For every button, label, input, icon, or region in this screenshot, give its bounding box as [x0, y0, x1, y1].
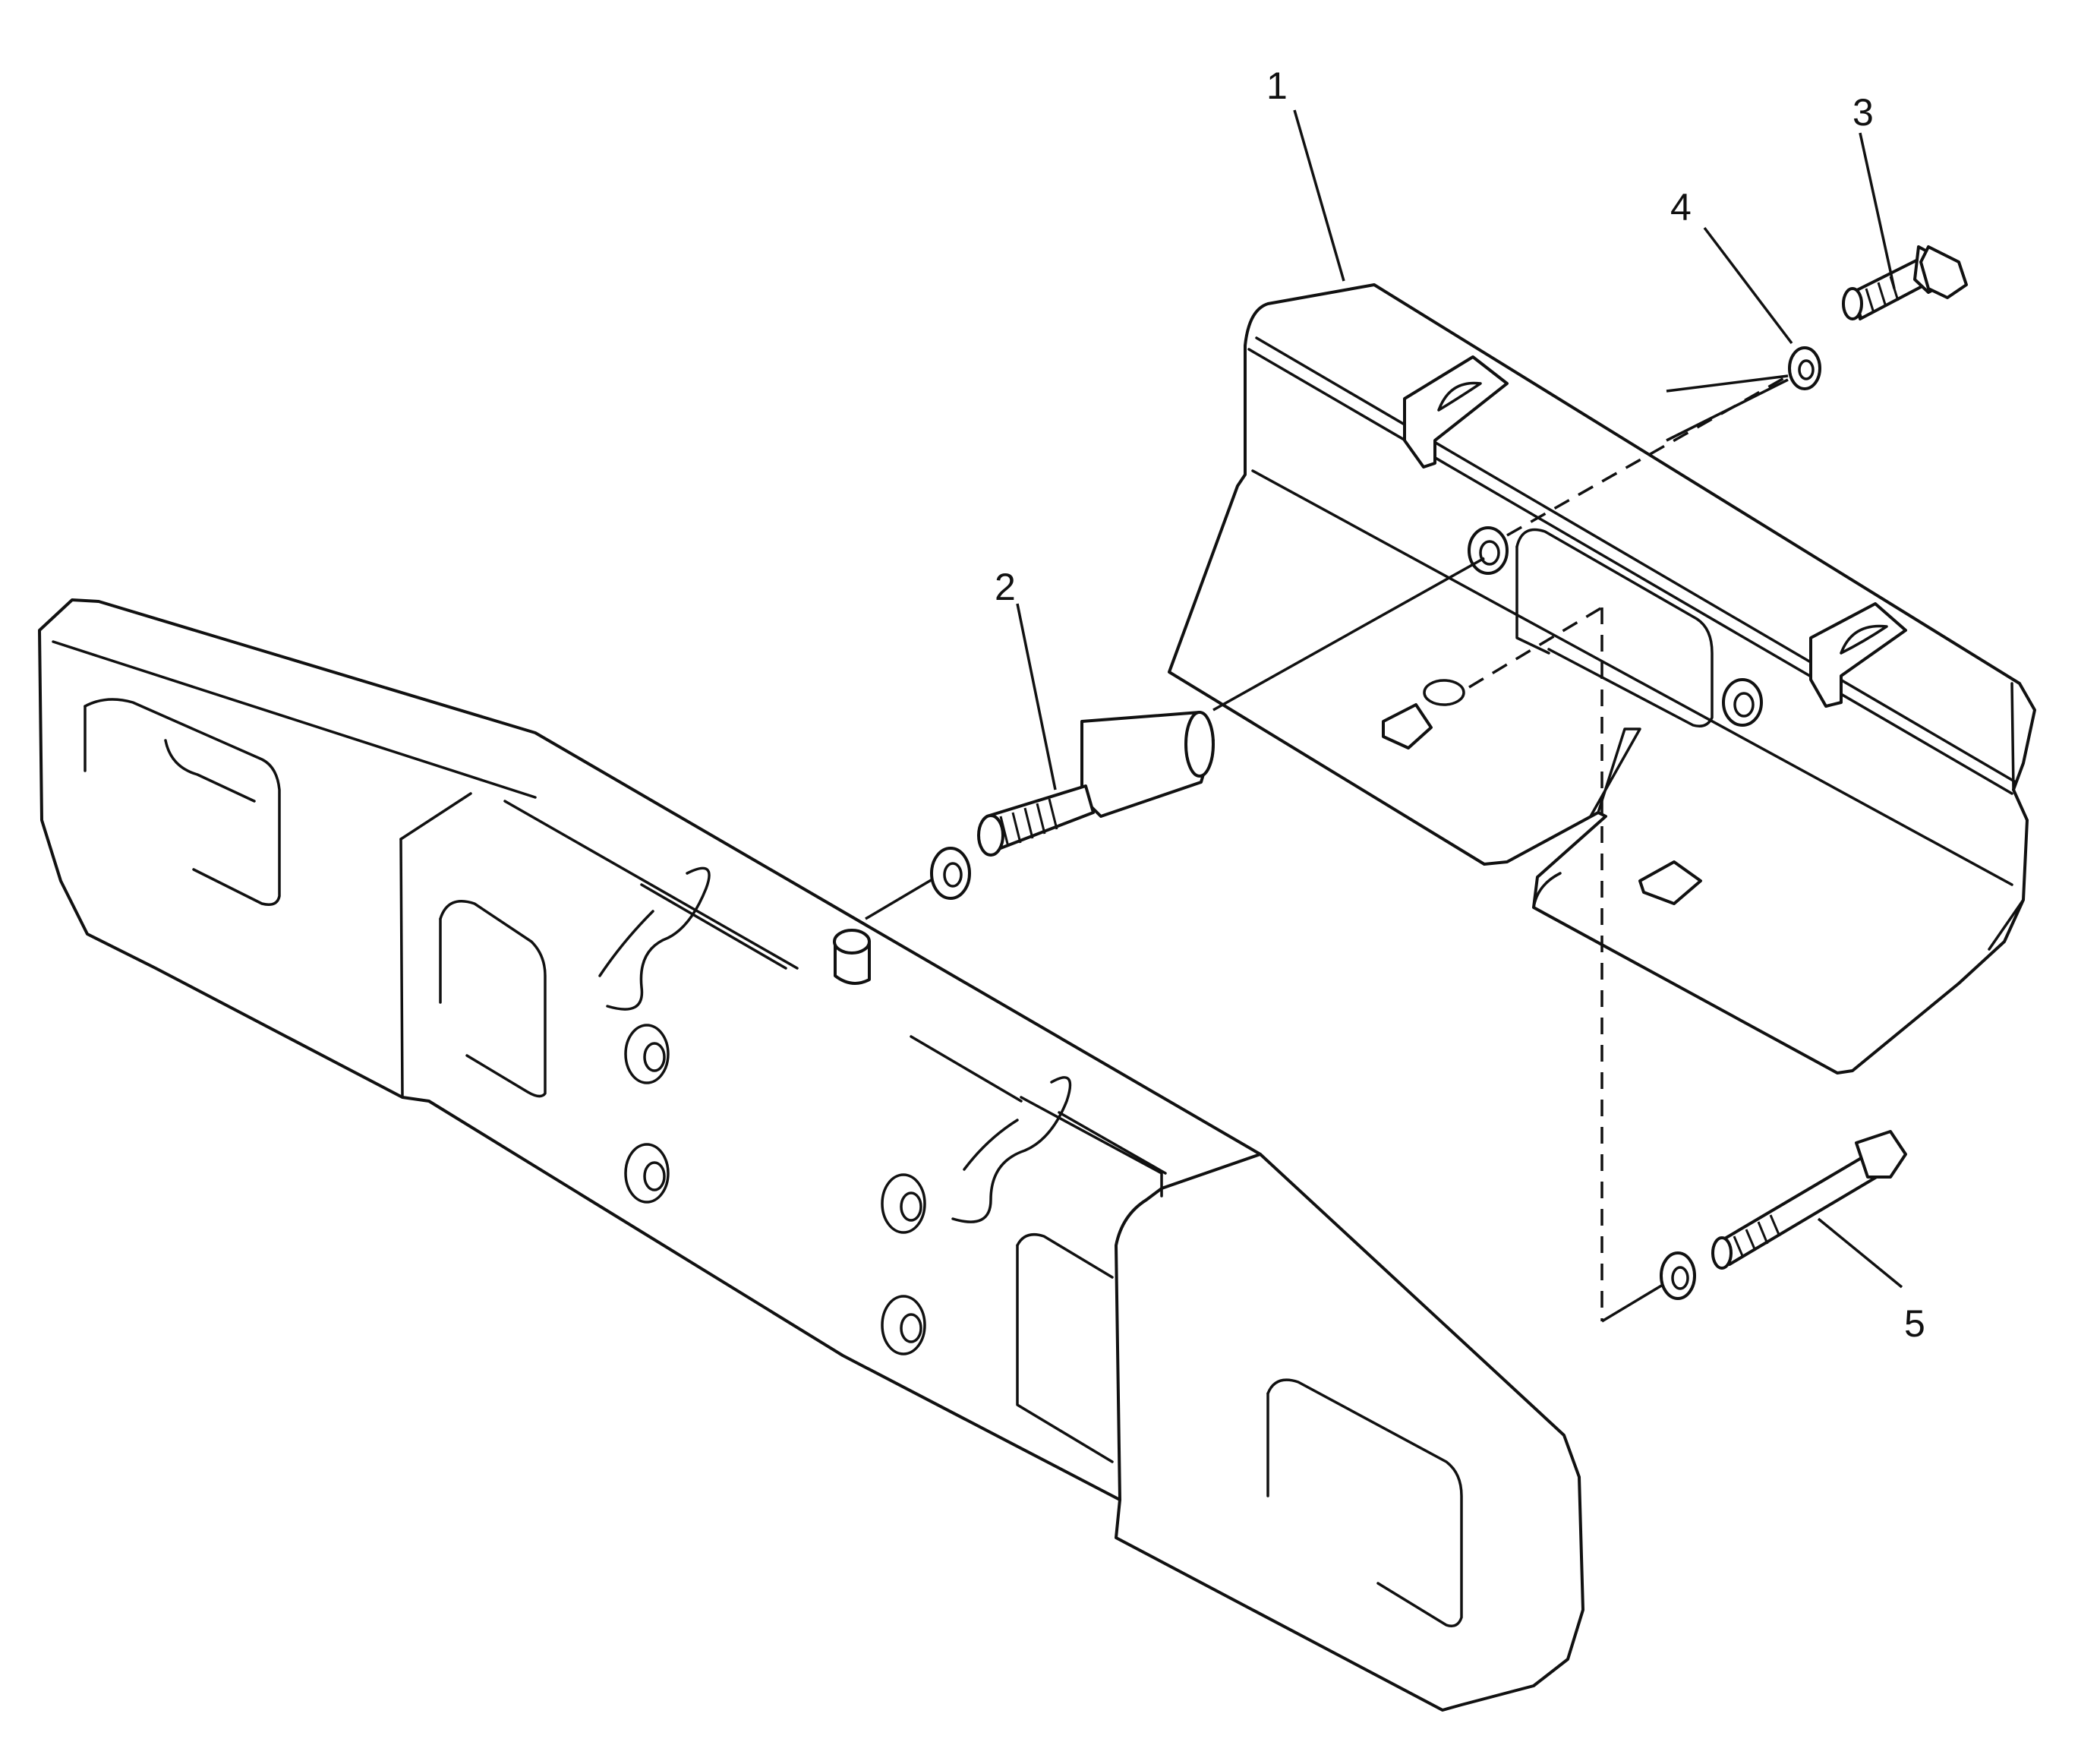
bolt-washer — [1660, 1251, 1696, 1300]
mounting-stud — [977, 711, 1215, 857]
callout-3: 3 — [1852, 91, 1874, 134]
frame-bolt-hole — [624, 1143, 670, 1204]
frame-bolt-hole — [881, 1295, 926, 1355]
main-frame — [38, 598, 1584, 1712]
callout-5: 5 — [1904, 1302, 1925, 1345]
long-hex-bolt — [1711, 1130, 1907, 1270]
stud-thread — [999, 798, 1058, 847]
callout-1: 1 — [1266, 65, 1288, 107]
stud-washer — [930, 847, 971, 900]
callout-4: 4 — [1670, 186, 1692, 229]
lifting-eye — [1809, 602, 1907, 708]
counterweight-boss — [1468, 526, 1509, 575]
callout-leaders — [1016, 109, 1903, 1289]
assembly-centre-lines — [865, 374, 1789, 1323]
callout-2: 2 — [995, 566, 1016, 608]
counterweight-washer — [1788, 346, 1821, 390]
short-hex-bolt — [1842, 245, 1968, 320]
frame-bolt-hole — [881, 1173, 926, 1234]
frame-bolt-hole — [624, 1024, 670, 1084]
locating-dowel — [833, 929, 871, 985]
wedge-pad — [1638, 860, 1702, 905]
wedge-pad — [1382, 679, 1465, 750]
lifting-eye — [1403, 355, 1509, 469]
counterweight-boss — [1722, 678, 1763, 727]
